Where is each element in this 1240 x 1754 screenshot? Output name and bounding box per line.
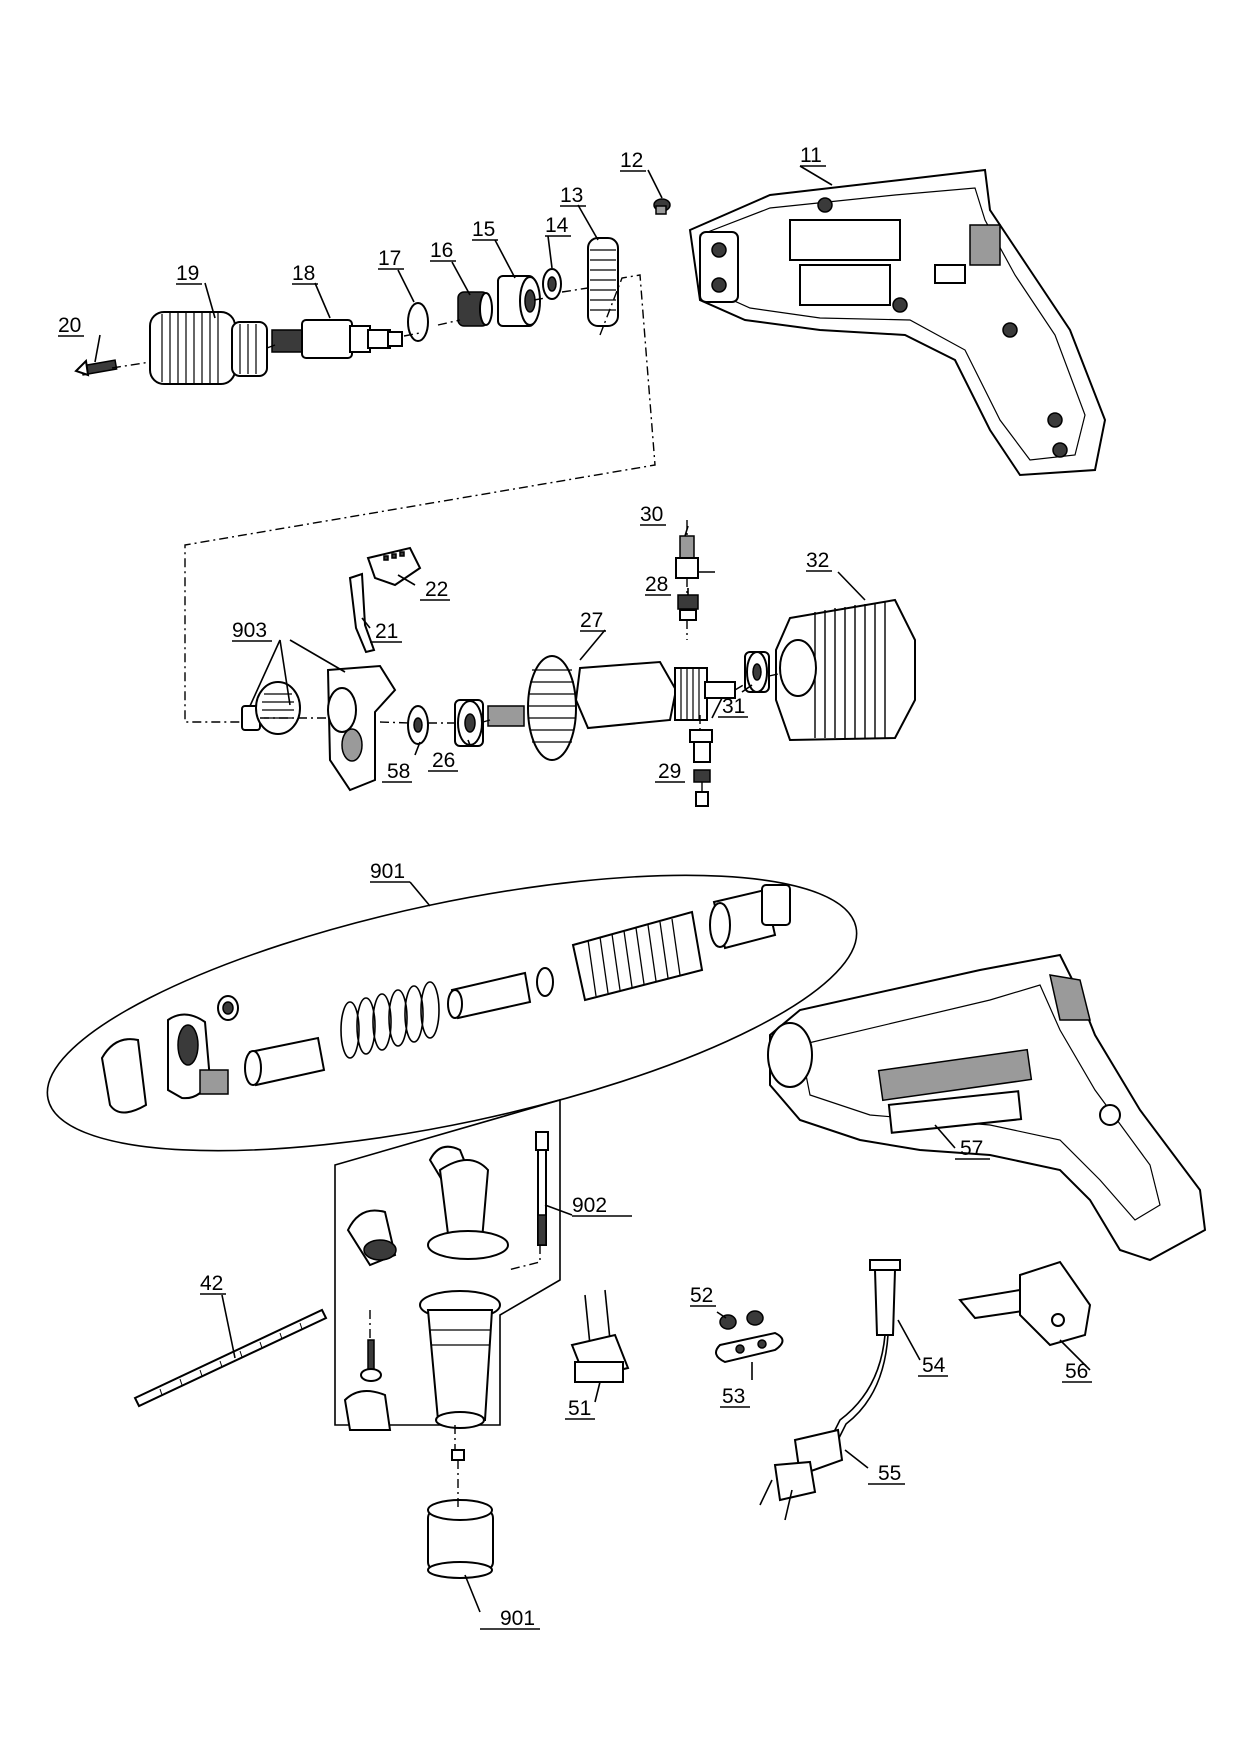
carbon-brush-29 [689, 729, 713, 807]
power-cord-55 [759, 1334, 889, 1521]
label-42: 42 [200, 1272, 223, 1295]
label-17: 17 [378, 247, 401, 270]
label-27: 27 [580, 609, 603, 632]
ring-17 [407, 302, 429, 342]
carbon-brush-holder-30 [675, 535, 715, 579]
side-handle-902 [343, 1131, 549, 1461]
connection-line-axis-3 [369, 1245, 541, 1510]
label-901-kit: 901 [370, 860, 405, 883]
label-902: 902 [572, 1194, 607, 1217]
label-901-sleeve: 901 [500, 1607, 535, 1630]
label-15: 15 [472, 218, 495, 241]
washer-58 [407, 705, 429, 745]
label-57: 57 [960, 1137, 983, 1160]
capacitor-51 [570, 1289, 630, 1383]
threaded-sleeve-901 [427, 1499, 494, 1579]
connection-line-1 [184, 274, 656, 723]
label-55: 55 [878, 1462, 901, 1485]
switch-slider-22 [366, 546, 422, 587]
housing-cover-57 [767, 953, 1207, 1262]
drill-chuck-19 [149, 311, 268, 385]
label-19: 19 [176, 262, 199, 285]
kit-901-parts [100, 884, 791, 1114]
cable-sleeve-54 [869, 1259, 901, 1336]
label-56: 56 [1065, 1360, 1088, 1383]
bearing-15 [497, 275, 541, 327]
depth-stop-42 [133, 1308, 328, 1408]
bearing-31 [744, 651, 770, 693]
label-16: 16 [430, 239, 453, 262]
label-54: 54 [922, 1354, 946, 1377]
label-11: 11 [800, 144, 822, 167]
cable-clamp-53 [715, 1331, 784, 1364]
connection-line-axis-1 [111, 287, 589, 369]
label-14: 14 [545, 214, 569, 237]
housing-half-11 [688, 168, 1107, 477]
label-31: 31 [722, 695, 745, 718]
label-30: 30 [640, 503, 663, 526]
label-13: 13 [560, 184, 583, 207]
label-12: 12 [620, 149, 643, 172]
spindle-18 [271, 319, 403, 359]
spring-16 [457, 291, 493, 327]
label-20: 20 [58, 314, 81, 337]
label-22: 22 [425, 578, 448, 601]
bearing-26 [454, 699, 484, 747]
label-29: 29 [658, 760, 681, 783]
washer-14 [542, 268, 562, 300]
kit-902-frame [334, 1098, 561, 1426]
armature-27 [487, 655, 736, 761]
label-52: 52 [690, 1284, 713, 1307]
label-21: 21 [375, 620, 398, 643]
label-32: 32 [806, 549, 829, 572]
screw-20 [74, 358, 118, 377]
screws-52 [719, 1310, 764, 1330]
label-26: 26 [432, 749, 455, 772]
label-18: 18 [292, 262, 315, 285]
label-28: 28 [645, 573, 668, 596]
stator-32 [775, 598, 916, 742]
label-53: 53 [722, 1385, 745, 1408]
switch-56 [958, 1260, 1092, 1347]
gear-13 [587, 237, 619, 327]
gearbox-cover-903 [241, 664, 397, 792]
label-51: 51 [568, 1397, 591, 1420]
label-58: 58 [387, 760, 410, 783]
screw-12 [653, 198, 671, 215]
spring-clip-21 [348, 572, 376, 654]
carbon-brush-28 [677, 594, 699, 621]
part-labels: 11 12 13 14 15 16 17 18 19 20 30 32 22 2… [58, 144, 1092, 1630]
leader-lines [94, 165, 1091, 1613]
label-903: 903 [232, 619, 267, 642]
